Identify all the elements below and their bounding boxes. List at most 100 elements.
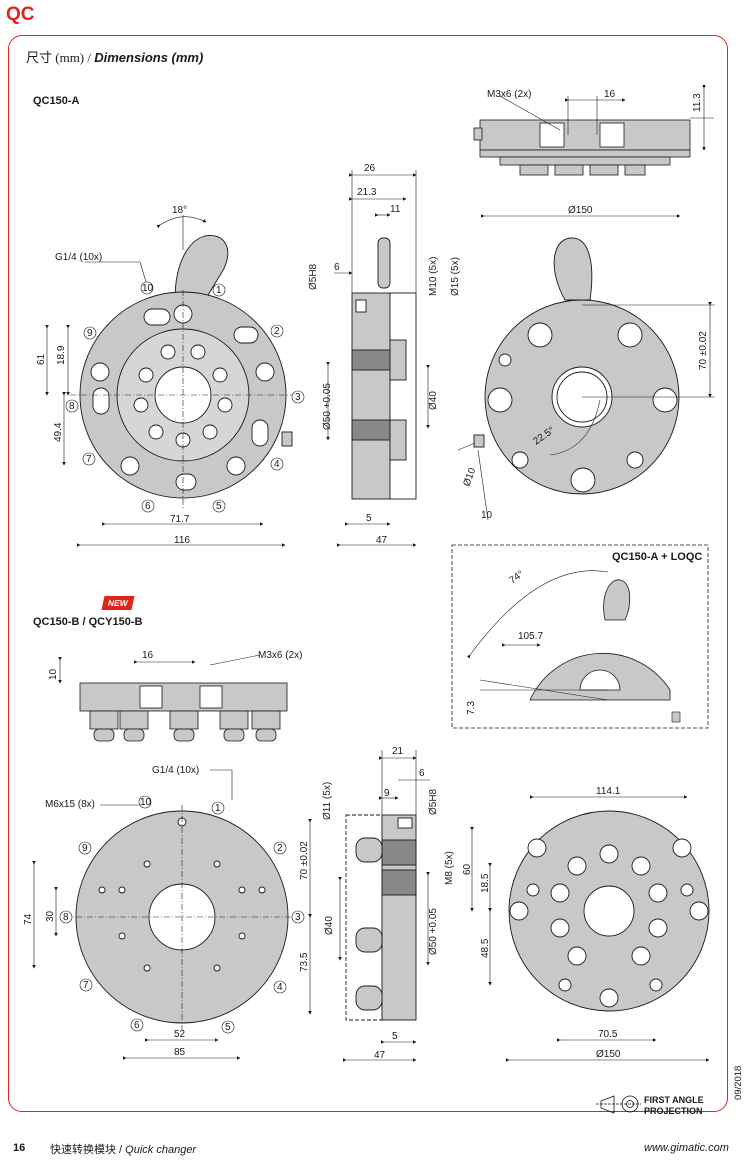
dim-5h8-b: Ø5H8 — [428, 788, 439, 815]
model-label-b: QC150-B / QCY150-B — [33, 616, 143, 628]
dim-30: 30 — [45, 910, 56, 922]
loqc-view — [451, 544, 709, 729]
dim-50dia-b: Ø50 +0.05 — [428, 908, 439, 955]
dim-70-5: 70.5 — [598, 1029, 618, 1040]
product-name: 快速转换模块 / Quick changer — [50, 1144, 197, 1156]
port-1-a: 1 — [216, 285, 222, 296]
dim-m10: M10 (5x) — [428, 257, 439, 296]
qc150a-top-view — [473, 119, 691, 176]
port-7-b: 7 — [83, 980, 89, 991]
qc150a-top-dims — [499, 85, 714, 151]
dim-m8: M8 (5x) — [444, 851, 455, 885]
dim-11-3: 11.3 — [692, 93, 703, 112]
dim-5-a: 5 — [366, 513, 372, 524]
port-7-a: 7 — [86, 454, 92, 465]
dim-6-b: 6 — [419, 768, 425, 779]
port-8-a: 8 — [69, 401, 75, 412]
port-2-a: 2 — [274, 326, 280, 337]
port-labels-b — [59, 795, 305, 1034]
dim-m6: M6x15 (8x) — [45, 799, 95, 810]
dim-m3x6-b: M3x6 (2x) — [258, 650, 302, 661]
port-1-b: 1 — [215, 803, 221, 814]
qc150a-front-view — [79, 235, 293, 499]
qc150b-back-view — [508, 810, 710, 1012]
dim-m3x6-a: M3x6 (2x) — [487, 89, 531, 100]
page-number: 16 — [13, 1142, 26, 1154]
dim-116: 116 — [174, 535, 190, 546]
dim-6-a: 6 — [334, 262, 340, 273]
port-3-b: 3 — [295, 912, 301, 923]
dim-40dia-a: Ø40 — [428, 391, 439, 410]
dim-26: 26 — [364, 163, 376, 174]
dim-g14-a: G1/4 (10x) — [55, 252, 102, 263]
dim-47-b: 47 — [374, 1050, 386, 1061]
port-5-b: 5 — [225, 1022, 231, 1033]
port-10-a: 10 — [142, 283, 154, 294]
first-angle-projection-icon — [596, 1095, 641, 1114]
dim-114-1: 114.1 — [596, 786, 621, 797]
dim-g14-b: G1/4 (10x) — [152, 765, 199, 776]
port-4-b: 4 — [277, 982, 283, 993]
dim-52: 52 — [174, 1029, 186, 1040]
dim-7-3: 7.3 — [466, 701, 477, 715]
dim-18-9: 18.9 — [56, 345, 67, 365]
dim-74deg: 74° — [507, 569, 526, 587]
port-2-b: 2 — [277, 843, 283, 854]
dim-85: 85 — [174, 1047, 186, 1058]
dim-150-a: Ø150 — [568, 205, 593, 216]
dim-21-b: 21 — [392, 746, 404, 757]
dim-11: 11 — [390, 204, 401, 215]
dim-60: 60 — [462, 863, 473, 875]
dim-150-b: Ø150 — [596, 1049, 621, 1060]
website-link[interactable]: www.gimatic.com — [644, 1142, 729, 1154]
port-4-a: 4 — [274, 459, 280, 470]
page-title: 尺寸 (mm) / Dimensions (mm) — [26, 50, 204, 65]
dim-16-a: 16 — [604, 89, 616, 100]
dim-15dia: Ø15 (5x) — [450, 257, 461, 296]
dim-70-a: 70 ±0.02 — [698, 331, 709, 370]
dim-105-7: 105.7 — [518, 631, 543, 642]
revision-date: 09/2018 — [733, 1065, 744, 1100]
port-9-b: 9 — [82, 843, 88, 854]
dim-70-b: 70 ±0.02 — [299, 841, 310, 880]
dim-50dia-a: Ø50 +0.05 — [322, 383, 333, 430]
dim-5h8-a: Ø5H8 — [308, 263, 319, 290]
dim-18-5: 18.5 — [480, 873, 491, 893]
dim-11dia: Ø11 (5x) — [322, 782, 333, 820]
dim-21-3: 21.3 — [357, 187, 377, 198]
dim-18deg: 18° — [172, 205, 187, 216]
dim-47-a: 47 — [376, 535, 388, 546]
dim-74: 74 — [23, 913, 34, 925]
qc150a-front-dims — [45, 215, 300, 547]
dim-71-7: 71.7 — [170, 514, 190, 525]
dim-10-a: 10 — [481, 510, 493, 521]
port-6-a: 6 — [145, 501, 151, 512]
qc150b-back-dims — [470, 795, 710, 1062]
qc150b-top-dims — [58, 654, 261, 684]
model-label-loqc: QC150-A + LOQC — [612, 551, 703, 563]
section-tag: QC — [6, 4, 35, 25]
port-9-a: 9 — [87, 328, 93, 339]
port-3-a: 3 — [295, 392, 301, 403]
port-6-b: 6 — [134, 1020, 140, 1031]
content-frame — [8, 35, 728, 1112]
port-5-a: 5 — [216, 501, 222, 512]
qc150b-section-view — [345, 814, 417, 1021]
qc150a-back-view — [473, 237, 680, 495]
port-labels-a — [65, 281, 305, 513]
dim-40dia-b: Ø40 — [324, 916, 335, 935]
dim-9-b: 9 — [384, 788, 390, 799]
qc150a-back-dims — [457, 214, 715, 521]
qc150a-section-dims — [326, 170, 430, 547]
qc150b-front-dims — [32, 769, 312, 1060]
dim-16-b: 16 — [142, 650, 154, 661]
port-8-b: 8 — [63, 912, 69, 923]
dim-61: 61 — [36, 353, 47, 365]
qc150a-section-view — [351, 237, 417, 500]
model-label-a: QC150-A — [33, 95, 80, 107]
dim-48-5: 48.5 — [480, 938, 491, 958]
dim-49-4: 49.4 — [53, 422, 64, 442]
dim-10-b: 10 — [48, 668, 59, 680]
